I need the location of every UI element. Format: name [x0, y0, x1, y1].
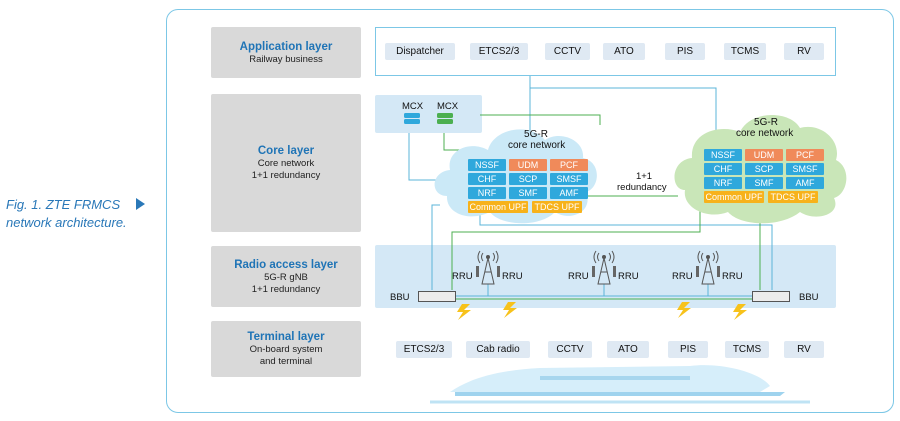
- figure-caption: Fig. 1. ZTE FRMCS network architecture.: [6, 196, 156, 232]
- core-right-nf-amf: AMF: [786, 177, 824, 189]
- app-item-rv: RV: [784, 43, 824, 60]
- app-item-cctv: CCTV: [545, 43, 590, 60]
- core-right-nf-scp: SCP: [745, 163, 783, 175]
- caption-arrow-icon: [136, 198, 145, 210]
- terminal-layer-subtitle-1: On-board system: [249, 344, 323, 355]
- rru-label: RRU: [502, 271, 523, 282]
- radio-tower-icon: [476, 250, 500, 285]
- terminal-item-cctv: CCTV: [548, 341, 592, 358]
- core-right-nf-nrf: NRF: [704, 177, 742, 189]
- lightning-icon-4: [733, 304, 747, 320]
- lightning-icon-1: [457, 304, 471, 320]
- core-right-nf-udm: UDM: [745, 149, 783, 161]
- core-left-nf-smsf: SMSF: [550, 173, 588, 185]
- redundancy-line-2: redundancy: [617, 182, 667, 193]
- rru-label: RRU: [568, 271, 589, 282]
- core-layer-subtitle-2: 1+1 redundancy: [251, 170, 321, 181]
- radio-layer-subtitle-2: 1+1 redundancy: [251, 283, 321, 295]
- caption-line-1: Fig. 1. ZTE FRMCS: [6, 197, 121, 212]
- core-left-nf-udm: UDM: [509, 159, 547, 171]
- radio-layer-title: Radio access layer: [234, 258, 338, 271]
- core-right-title-1: 5G-R: [754, 117, 778, 128]
- core-layer-subtitle-1: Core network: [257, 158, 315, 169]
- mcx-box: [375, 95, 482, 133]
- lightning-icon-3: [677, 302, 691, 318]
- core-layer-label: Core layer Core network 1+1 redundancy: [211, 94, 361, 232]
- link-core-left-bbu: [431, 204, 440, 290]
- application-layer-label: Application layer Railway business: [211, 27, 361, 78]
- core-left-title-2: core network: [508, 140, 566, 151]
- app-item-pis: PIS: [665, 43, 705, 60]
- terminal-item-tcms: TCMS: [725, 341, 769, 358]
- terminal-item-etcs2-3: ETCS2/3: [396, 341, 452, 358]
- core-left-title-1: 5G-R: [524, 129, 548, 140]
- core-left-nf-nssf: NSSF: [468, 159, 506, 171]
- rru-label: RRU: [452, 271, 473, 282]
- terminal-item-ato: ATO: [607, 341, 649, 358]
- rru-label: RRU: [672, 271, 693, 282]
- core-right-nf-smsf: SMSF: [786, 163, 824, 175]
- caption-line-2: network architecture.: [6, 215, 127, 230]
- core-right-nf-smf: SMF: [745, 177, 783, 189]
- app-item-dispatcher: Dispatcher: [385, 43, 455, 60]
- bbu-left-label: BBU: [390, 292, 410, 303]
- mcx-label-1: MCX: [402, 101, 424, 112]
- rru-label: RRU: [722, 271, 743, 282]
- app-item-ato: ATO: [603, 43, 645, 60]
- terminal-item-cab-radio: Cab radio: [466, 341, 530, 358]
- core-left-nf-smf: SMF: [509, 187, 547, 199]
- train-illustration: [430, 365, 810, 404]
- terminal-layer-subtitle-2: and terminal: [259, 356, 313, 367]
- terminal-layer-label: Terminal layer On-board system and termi…: [211, 321, 361, 377]
- mcx-label-2: MCX: [437, 101, 459, 112]
- lightning-icon-2: [503, 302, 517, 318]
- core-right-upf-common-upf: Common UPF: [704, 191, 764, 203]
- terminal-item-rv: RV: [784, 341, 824, 358]
- core-left-nf-scp: SCP: [509, 173, 547, 185]
- core-right-nf-pcf: PCF: [786, 149, 824, 161]
- bbu-left-device: [418, 291, 456, 302]
- core-left-nf-chf: CHF: [468, 173, 506, 185]
- core-right-nf-chf: CHF: [704, 163, 742, 175]
- app-item-etcs2-3: ETCS2/3: [470, 43, 528, 60]
- rru-label: RRU: [618, 271, 639, 282]
- app-item-tcms: TCMS: [724, 43, 766, 60]
- core-right-upf-tdcs-upf: TDCS UPF: [768, 191, 818, 203]
- redundancy-line-1: 1+1: [635, 171, 653, 182]
- application-layer-title: Application layer: [239, 40, 333, 53]
- terminal-item-pis: PIS: [668, 341, 708, 358]
- radio-layer-label: Radio access layer 5G-R gNB 1+1 redundan…: [211, 246, 361, 307]
- core-right-nf-nssf: NSSF: [704, 149, 742, 161]
- core-left-nf-pcf: PCF: [550, 159, 588, 171]
- radio-tower-icon: [592, 250, 616, 285]
- core-layer-title: Core layer: [257, 145, 315, 157]
- radio-tower-icon: [696, 250, 720, 285]
- core-left-nf-nrf: NRF: [468, 187, 506, 199]
- core-right-title-2: core network: [736, 128, 794, 139]
- application-layer-subtitle: Railway business: [249, 53, 323, 65]
- terminal-layer-title: Terminal layer: [247, 331, 325, 343]
- core-left-upf-common-upf: Common UPF: [468, 201, 528, 213]
- redundancy-label: 1+1: [624, 171, 664, 182]
- link-app-core-right: [530, 87, 717, 145]
- radio-layer-subtitle-1: 5G-R gNB: [264, 271, 308, 283]
- core-left-upf-tdcs-upf: TDCS UPF: [532, 201, 582, 213]
- bbu-right-device: [752, 291, 790, 302]
- core-left-nf-amf: AMF: [550, 187, 588, 199]
- bbu-right-label: BBU: [799, 292, 819, 303]
